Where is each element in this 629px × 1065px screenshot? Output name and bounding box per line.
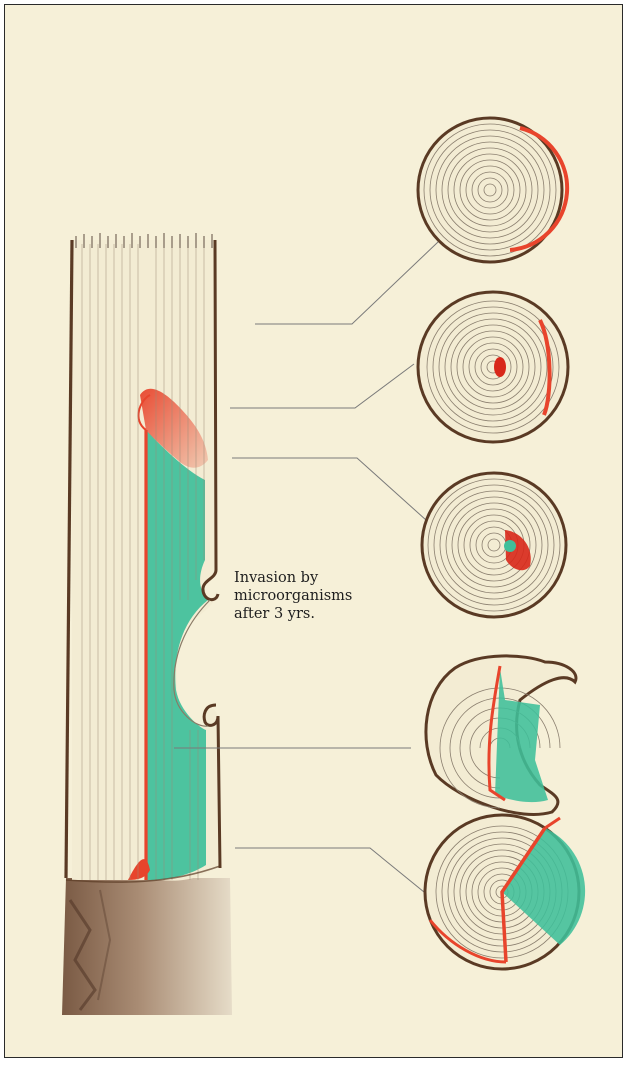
annotation-line-3: after 3 yrs. xyxy=(234,605,394,623)
trunk-longitudinal-section xyxy=(66,233,220,882)
annotation-line-2: microorganisms xyxy=(234,587,394,605)
annotation-invasion: Invasion by microorganisms after 3 yrs. xyxy=(234,569,394,623)
cross-section-5 xyxy=(425,815,585,969)
cross-section-4 xyxy=(426,656,576,815)
annotation-line-1: Invasion by xyxy=(234,569,394,587)
stump xyxy=(62,878,232,1015)
cross-section-1 xyxy=(418,118,567,262)
cross-section-2 xyxy=(418,292,568,442)
bark-left xyxy=(66,240,72,878)
cross-section-3 xyxy=(422,473,566,617)
